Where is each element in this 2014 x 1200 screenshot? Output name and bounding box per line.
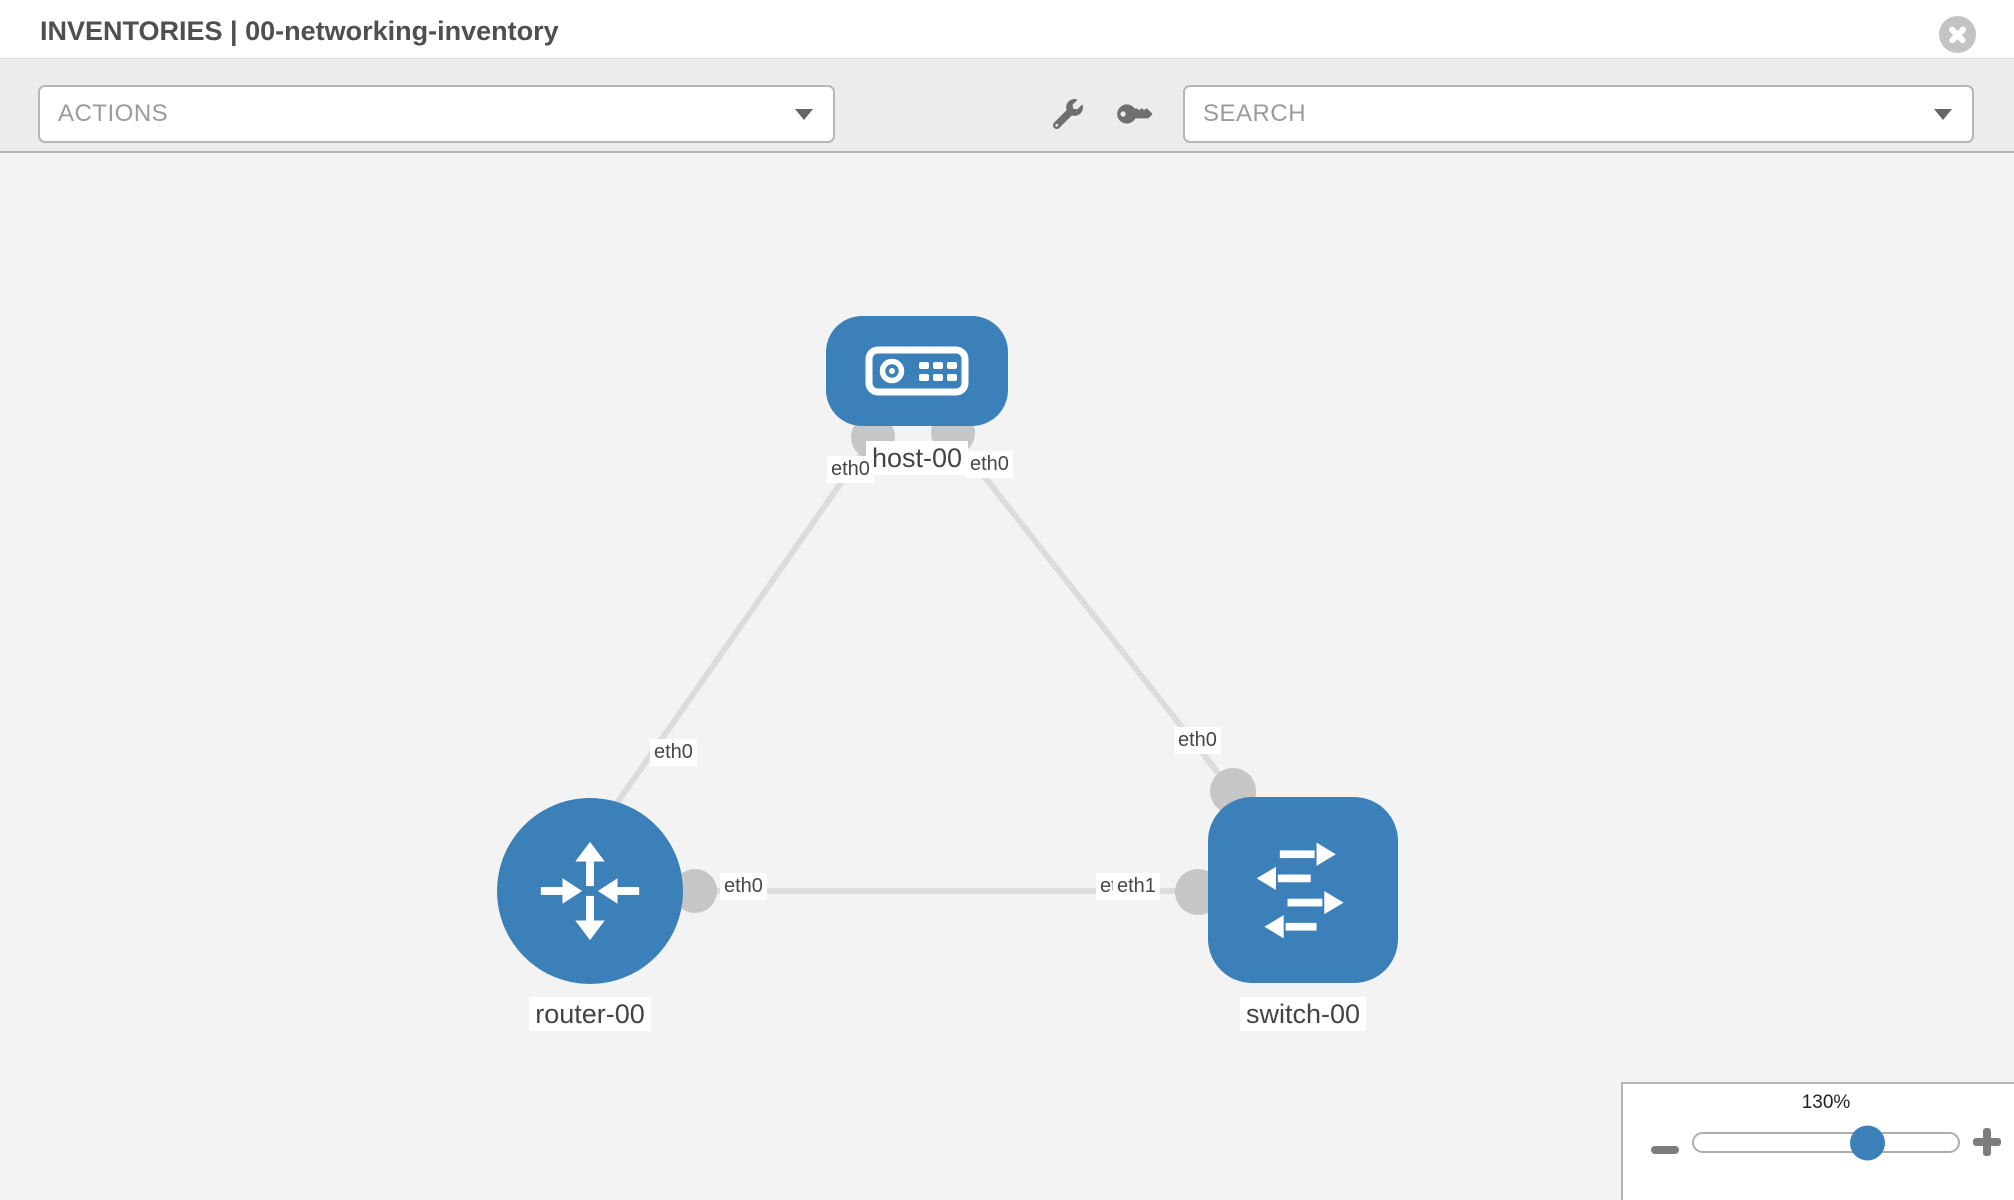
zoom-slider-track[interactable]: [1692, 1125, 1960, 1160]
key-icon[interactable]: [1117, 100, 1153, 128]
zoom-control-panel: 130%: [1621, 1082, 2014, 1200]
search-placeholder: SEARCH: [1203, 100, 1307, 127]
host-icon: [865, 346, 969, 396]
actions-dropdown[interactable]: ACTIONS: [38, 85, 835, 143]
node-label-router-00: router-00: [529, 997, 651, 1032]
chevron-down-icon: [1934, 109, 1952, 120]
close-button[interactable]: [1939, 16, 1976, 53]
port-router-eth0: [673, 869, 717, 913]
node-router-00[interactable]: [497, 798, 683, 984]
iface-label-router-link-eth0: eth0: [650, 739, 697, 766]
toolbar: ACTIONS SEARCH: [0, 58, 2014, 153]
router-icon: [540, 841, 640, 941]
switch-icon: [1256, 842, 1344, 939]
zoom-slider-knob[interactable]: [1850, 1125, 1885, 1160]
actions-dropdown-label: ACTIONS: [58, 100, 169, 127]
chevron-down-icon: [795, 109, 813, 120]
node-switch-00[interactable]: [1208, 797, 1398, 983]
iface-label-host-eth0-right: eth0: [966, 451, 1013, 478]
page-header: INVENTORIES | 00-networking-inventory: [0, 0, 2014, 58]
iface-label-switch-link-eth0: eth0: [1174, 727, 1221, 754]
zoom-level-value: 130%: [1801, 1092, 1851, 1113]
link-host-router[interactable]: [602, 425, 883, 822]
zoom-out-button[interactable]: [1651, 1138, 1679, 1160]
wrench-icon[interactable]: [1053, 99, 1083, 129]
search-dropdown[interactable]: SEARCH: [1183, 85, 1974, 143]
minus-icon: [1651, 1146, 1679, 1154]
node-host-00[interactable]: [826, 316, 1008, 426]
node-label-host-00: host-00: [865, 441, 969, 476]
zoom-in-button[interactable]: [1973, 1128, 2001, 1156]
iface-label-switch-eth1: eth1: [1113, 873, 1160, 900]
node-label-switch-00: switch-00: [1239, 997, 1367, 1032]
edges-layer: [602, 411, 1256, 915]
iface-label-host-eth0-left: eth0: [827, 456, 874, 483]
iface-label-router-eth0: eth0: [720, 873, 767, 900]
page-title: INVENTORIES | 00-networking-inventory: [40, 16, 559, 46]
topology-canvas[interactable]: host-00 router-00 switch-00 eth0 eth0 et…: [0, 155, 2014, 1200]
